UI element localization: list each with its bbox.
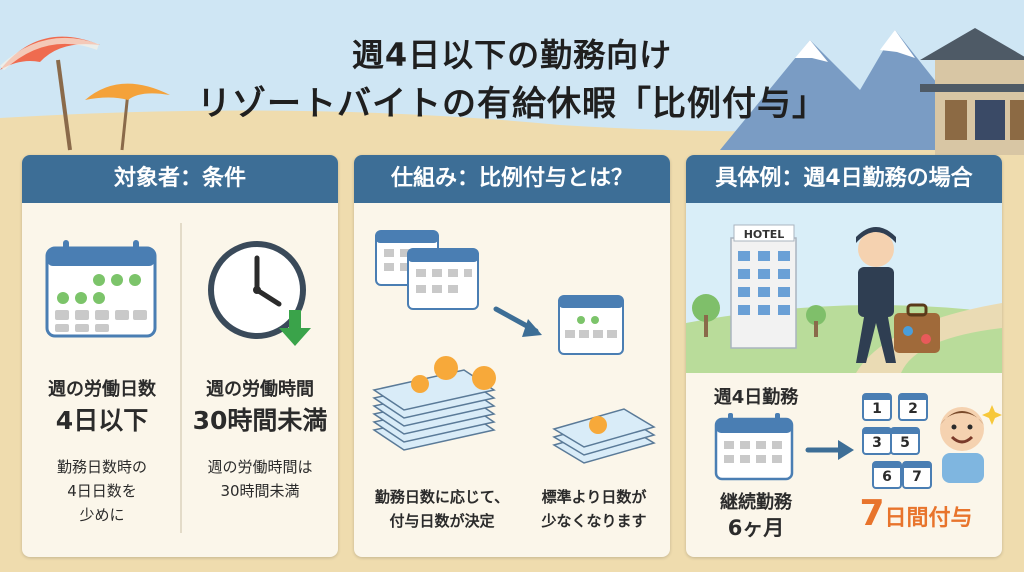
panel-heading: 対象者：条件	[22, 155, 338, 203]
hotel-scene	[686, 203, 1002, 373]
happy-person-icon	[940, 405, 1002, 483]
panel-eligibility: 対象者：条件 週の労働日数 4日以下	[22, 155, 338, 557]
hotel-building-icon	[730, 224, 797, 349]
caption-proportional: 勤務日数に応じて、 付与日数が決定	[374, 488, 510, 530]
suitcase-icon	[894, 303, 940, 353]
label-tenure: 継続勤務	[720, 492, 792, 513]
arrow-right-icon	[493, 306, 542, 337]
day-grid: 1 2 3 5 6 7	[862, 393, 932, 493]
sun-icon	[589, 416, 607, 434]
hotel-sign: HOTEL	[743, 228, 785, 241]
value-weekly-hours: 30時間未満	[192, 406, 328, 435]
beach-umbrella-small-icon	[85, 83, 170, 151]
beach-umbrella-icon	[0, 36, 100, 151]
staff-person-icon	[856, 227, 896, 363]
result-granted-days: 7日間付与	[859, 493, 973, 534]
ticket-stack-large-icon	[372, 356, 496, 451]
page-title-line2: リゾートバイトの有給休暇「比例付与」	[197, 84, 827, 124]
arrow-down-icon	[279, 310, 311, 346]
label-weekly-days: 週の労働日数	[48, 379, 156, 400]
day-card: 3	[862, 427, 892, 455]
panel-example: 具体例：週4日勤務の場合	[686, 155, 1002, 557]
panel-heading: 具体例：週4日勤務の場合	[686, 155, 1002, 203]
caption-fewer-days: 標準より日数が 少なくなります	[541, 488, 647, 530]
day-card: 7	[902, 461, 932, 489]
calendar-stack-icon	[375, 230, 479, 310]
calendar-small-icon	[558, 295, 624, 355]
sun-icon	[472, 366, 496, 390]
sun-icon	[411, 375, 429, 393]
label-weekly-work: 週4日勤務	[713, 387, 799, 408]
value-tenure: 6ヶ月	[727, 516, 785, 540]
note-weekly-days: 勤務日数時の 4日日数を 少めに	[56, 458, 147, 524]
label-weekly-hours: 週の労働時間	[206, 379, 314, 400]
day-card: 1	[862, 393, 892, 421]
sun-icon	[434, 356, 458, 380]
ticket-stack-small-icon	[552, 408, 656, 464]
panel-heading: 仕組み：比例付与とは？	[354, 155, 670, 203]
day-card: 2	[898, 393, 928, 421]
tree-icon	[692, 294, 720, 337]
calendar-icon	[45, 240, 157, 338]
note-weekly-hours: 週の労働時間は 30時間未満	[207, 458, 313, 500]
ryokan-building-icon	[920, 28, 1024, 155]
panel-mechanism: 仕組み：比例付与とは？	[354, 155, 670, 557]
day-card: 5	[890, 427, 920, 455]
page-title-line1: 週4日以下の勤務向け	[351, 36, 673, 74]
clock-icon	[208, 241, 311, 346]
tree-icon	[806, 305, 826, 337]
value-weekly-days: 4日以下	[55, 406, 149, 435]
divider	[180, 223, 182, 533]
day-card: 6	[872, 461, 902, 489]
calendar-icon	[714, 413, 794, 481]
arrow-right-icon	[805, 440, 854, 460]
sparkle-icon	[982, 405, 1002, 425]
mountains	[720, 30, 990, 150]
